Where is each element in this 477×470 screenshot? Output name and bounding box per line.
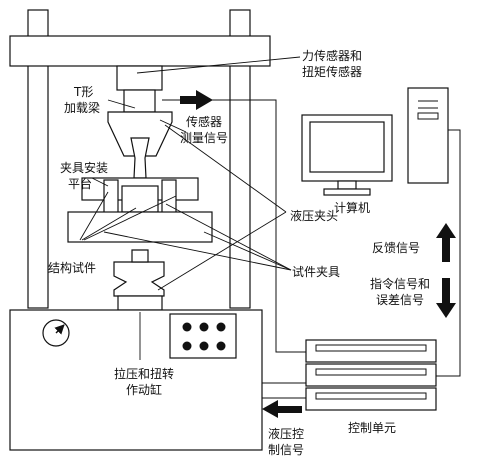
force-sensor-label-1: 力传感器和 — [302, 48, 362, 63]
specimen-fixture-label: 试件夹具 — [292, 264, 340, 279]
sensor-signal-label-2: 测量信号 — [180, 131, 228, 145]
center-block — [121, 185, 159, 213]
t-beam — [123, 89, 156, 113]
panel-button — [199, 322, 209, 332]
upper-hydraulic-grip — [107, 111, 173, 157]
hydraulic-control-signal-label-2: 制信号 — [268, 443, 304, 457]
command-error-signal-label-1: 指令信号和 — [370, 276, 430, 291]
actuator-piston — [117, 295, 163, 311]
computer-label: 计算机 — [334, 200, 370, 215]
command-error-signal-label-2: 误差信号 — [376, 293, 424, 307]
left-column — [27, 9, 49, 309]
monitor-stand — [337, 180, 357, 190]
pc-tower — [407, 87, 449, 184]
fixture-platform-label-1: 夹具安装 — [60, 160, 108, 175]
upper-specimen — [130, 137, 150, 179]
fixture-platform — [67, 211, 213, 243]
command-arrow — [436, 278, 456, 318]
hydraulic-control-signal-label-1: 液压控 — [268, 426, 304, 441]
panel-button — [182, 322, 192, 332]
hydraulic-control-arrow — [262, 400, 302, 418]
actuator-label-1: 拉压和扭转 — [114, 366, 174, 381]
panel-button — [216, 322, 226, 332]
t-beam-label-2: 加载梁 — [64, 100, 100, 115]
feedback-arrow — [436, 223, 456, 262]
panel-buttons — [182, 322, 226, 351]
control-unit-label: 控制单元 — [348, 421, 396, 435]
crosshead — [9, 35, 271, 67]
panel-button — [199, 341, 209, 351]
hydraulic-grip-label: 液压夹头 — [290, 208, 338, 223]
lower-specimen — [131, 249, 149, 263]
panel-button — [216, 341, 226, 351]
monitor-screen — [309, 121, 385, 173]
monitor-base — [323, 188, 371, 196]
control-panel — [169, 313, 237, 359]
actuator-label-2: 作动缸 — [126, 382, 162, 397]
feedback-signal-label: 反馈信号 — [372, 241, 420, 255]
panel-button — [182, 341, 192, 351]
sensor-signal-label-1: 传感器 — [186, 114, 222, 129]
t-beam-label-1: T形 — [73, 85, 93, 99]
sensor-signal-arrow — [180, 90, 213, 110]
force-sensor-label-2: 扭矩传感器 — [302, 64, 362, 79]
right-column — [229, 9, 251, 309]
gauge-needle — [54, 324, 65, 335]
structural-specimen-label: 结构试件 — [48, 260, 96, 275]
fixture-platform-label-2: 平台 — [68, 176, 92, 191]
sensor-block — [116, 65, 163, 91]
lower-hydraulic-grip — [113, 261, 165, 297]
